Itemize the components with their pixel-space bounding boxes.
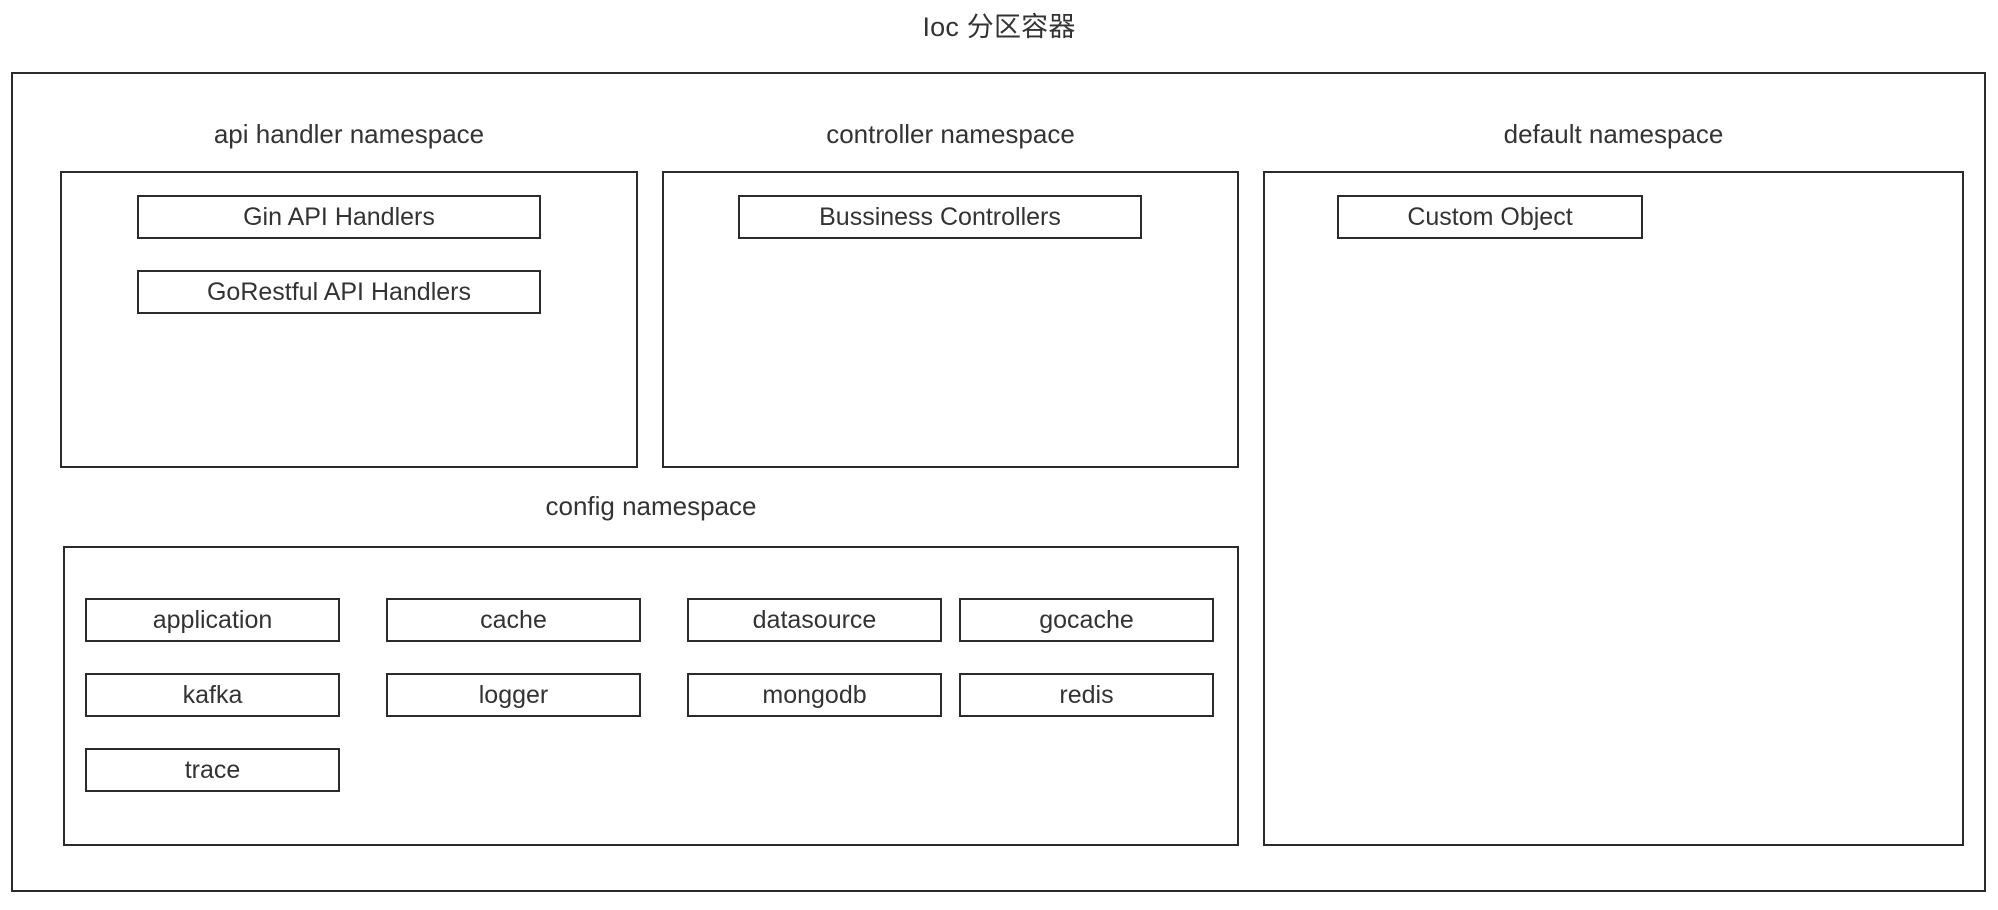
namespace-heading-config: config namespace: [545, 491, 757, 521]
component-bussiness-controllers[interactable]: Bussiness Controllers: [738, 195, 1142, 239]
component-gorestful-api-handlers[interactable]: GoRestful API Handlers: [137, 270, 541, 314]
component-mongodb[interactable]: mongodb: [687, 673, 942, 717]
component-datasource[interactable]: datasource: [687, 598, 942, 642]
component-kafka[interactable]: kafka: [85, 673, 340, 717]
diagram-title: Ioc 分区容器: [922, 12, 1076, 42]
component-trace[interactable]: trace: [85, 748, 340, 792]
component-gin-api-handlers[interactable]: Gin API Handlers: [137, 195, 541, 239]
component-application[interactable]: application: [85, 598, 340, 642]
namespace-heading-api-handler: api handler namespace: [213, 119, 485, 149]
component-custom-object[interactable]: Custom Object: [1337, 195, 1643, 239]
component-cache[interactable]: cache: [386, 598, 641, 642]
namespace-heading-controller: controller namespace: [826, 119, 1075, 149]
component-gocache[interactable]: gocache: [959, 598, 1214, 642]
component-logger[interactable]: logger: [386, 673, 641, 717]
component-redis[interactable]: redis: [959, 673, 1214, 717]
namespace-box-default: [1263, 171, 1964, 846]
namespace-heading-default: default namespace: [1503, 119, 1724, 149]
